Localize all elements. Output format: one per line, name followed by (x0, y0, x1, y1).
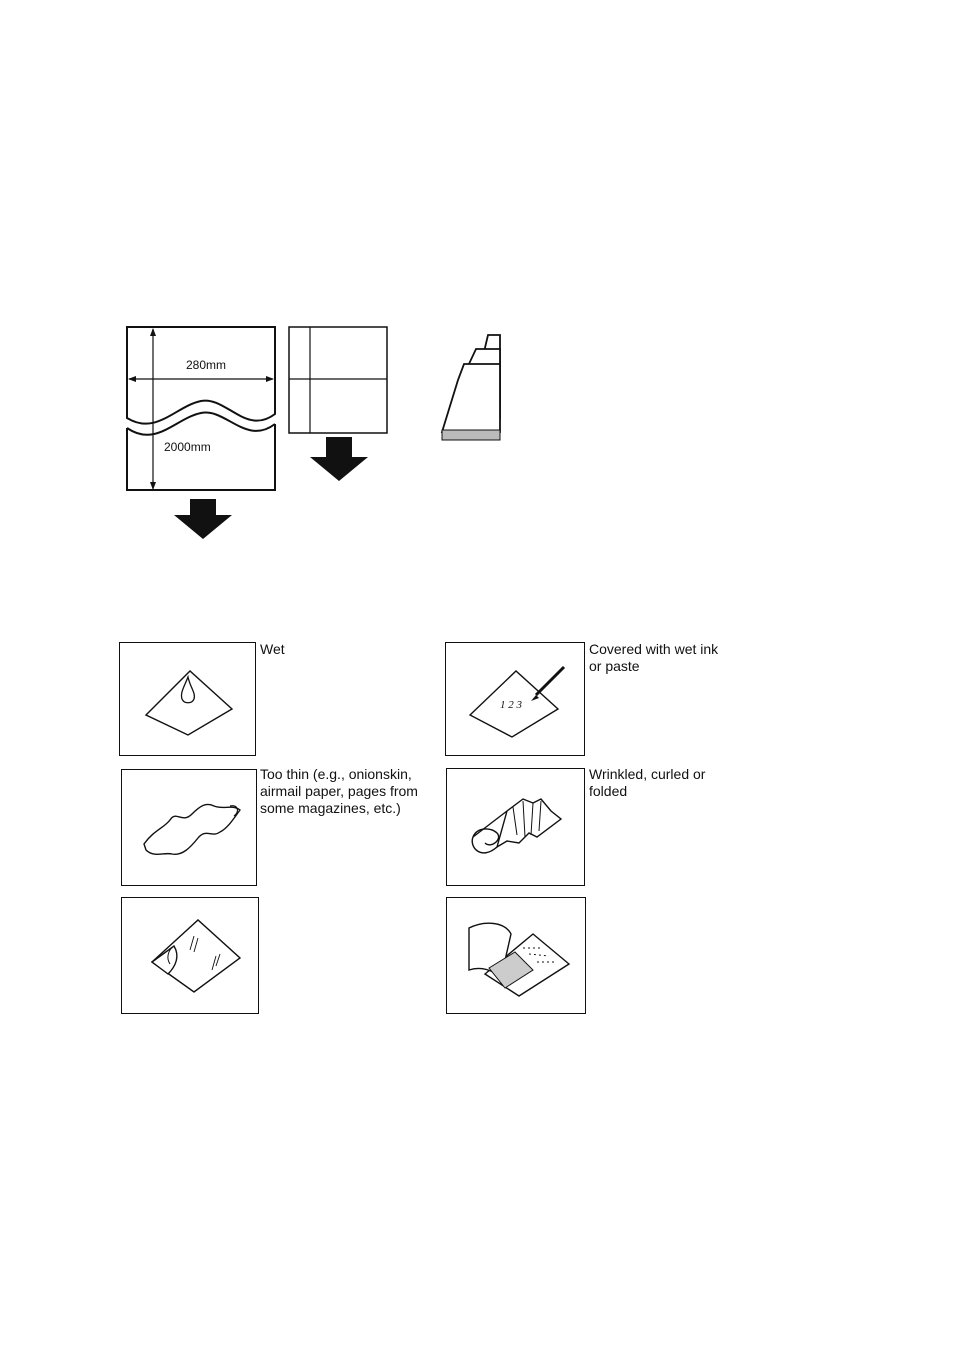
peeling-coated-paper-icon (146, 916, 242, 996)
wet-label: Wet (260, 641, 285, 658)
wrinkled-curled-paper-icon (467, 791, 567, 869)
wrinkled-document-panel (446, 768, 585, 886)
pen-writing-paper-icon: 1 2 3 (468, 663, 568, 741)
coated-paper-panel (121, 897, 259, 1014)
water-drop-paper-icon (144, 667, 234, 737)
svg-text:1 2 3: 1 2 3 (500, 699, 523, 711)
wet-ink-label: Covered with wet ink or paste (589, 641, 718, 675)
length-dimension-label: 2000mm (162, 440, 213, 454)
open-book-pages-icon (467, 918, 571, 998)
feed-direction-arrow-icon (174, 499, 232, 539)
thin-wavy-paper-icon (142, 798, 242, 868)
long-document-icon (126, 326, 276, 492)
thin-paper-panel (121, 769, 257, 886)
document-stack-icon (440, 334, 502, 444)
width-dimension-label: 280mm (184, 358, 228, 372)
wrinkled-label: Wrinkled, curled or folded (589, 766, 705, 800)
wet-document-panel (119, 642, 256, 756)
wet-ink-document-panel: 1 2 3 (445, 642, 585, 756)
small-document-icon (288, 326, 388, 434)
book-pages-panel (446, 897, 586, 1014)
feed-direction-arrow-icon (310, 437, 368, 481)
thin-paper-label: Too thin (e.g., onionskin, airmail paper… (260, 766, 418, 817)
